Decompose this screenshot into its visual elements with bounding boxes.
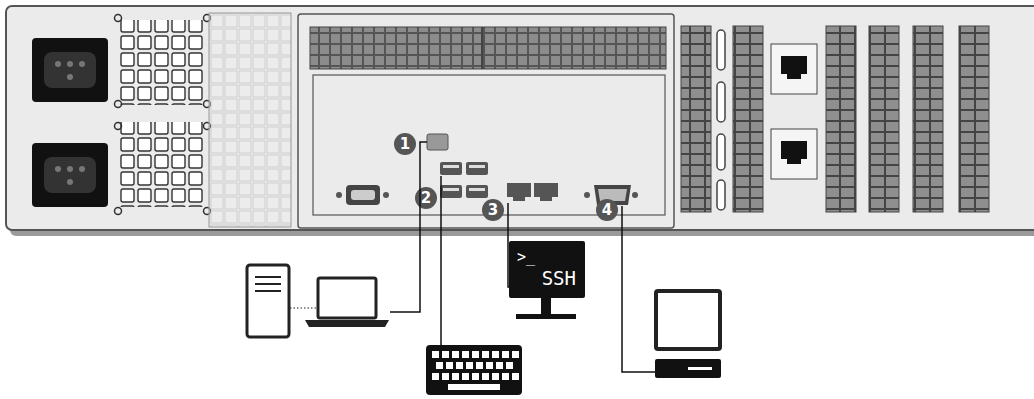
callout-number: 4: [602, 203, 612, 218]
keyboard-icon: [426, 345, 522, 395]
ethernet-port: [507, 183, 558, 201]
link-line: [290, 307, 316, 308]
slot-hole: [717, 30, 725, 210]
io-panel: [298, 14, 674, 228]
terminal-screen: >_ SSH: [512, 244, 582, 295]
vent-grille: [120, 122, 205, 207]
terminal-monitor: [509, 241, 585, 319]
chassis: [6, 6, 1034, 230]
screw: [115, 15, 211, 215]
callout-number: 1: [400, 137, 410, 152]
server-icon: [247, 265, 289, 337]
network-card-port: [771, 44, 817, 179]
callout-circle: [394, 133, 618, 221]
callout-number: 3: [488, 203, 498, 218]
io-shield: [313, 75, 665, 215]
laptop-icon: [305, 278, 389, 327]
vent-grille: [120, 20, 205, 105]
vent-strip: [310, 27, 666, 69]
expansion-slot: [681, 26, 711, 212]
expansion-slot: [733, 26, 763, 212]
terminal-label: SSH: [542, 269, 576, 288]
usb-port: [440, 162, 488, 198]
cable-line: [390, 142, 655, 372]
serial-port: [336, 185, 389, 205]
expansion-slot: [826, 26, 989, 212]
computer-icon: [655, 291, 721, 378]
vent-panel: [209, 13, 291, 227]
callout-number: 2: [421, 191, 431, 206]
prompt-symbol: >_: [517, 250, 535, 265]
chassis-shadow: [10, 12, 1034, 236]
power-supply: [32, 38, 108, 207]
management-port: [427, 134, 448, 150]
